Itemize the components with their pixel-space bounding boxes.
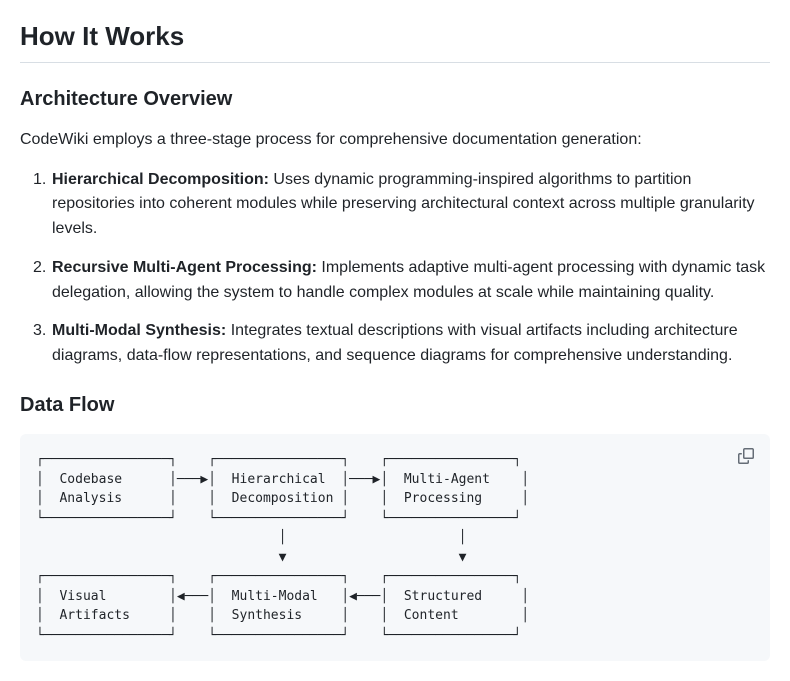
step-description: Integrates textual descriptions with vis…	[52, 322, 738, 365]
section-heading-architecture-overview: Architecture Overview	[20, 87, 233, 110]
step-number: 2.	[33, 258, 47, 276]
step-title: Hierarchical Decomposition:	[52, 170, 269, 188]
step-number: 3.	[33, 322, 47, 340]
ascii-flow-diagram: ┌────────────────┐ ┌────────────────┐ ┌─…	[36, 452, 530, 643]
list-item: 1. Hierarchical Decomposition: Uses dyna…	[33, 168, 770, 242]
process-steps-list: 1. Hierarchical Decomposition: Uses dyna…	[20, 168, 770, 370]
step-description: Uses dynamic programming-inspired algori…	[52, 170, 755, 238]
document-content: How It Works Architecture Overview CodeW…	[20, 20, 770, 662]
list-item: 2. Recursive Multi-Agent Processing: Imp…	[33, 256, 770, 306]
step-number: 1.	[33, 170, 47, 188]
step-description: Implements adaptive multi-agent processi…	[52, 258, 766, 301]
copy-icon	[738, 448, 754, 465]
copy-button[interactable]	[734, 444, 758, 468]
section-heading-data-flow: Data Flow	[20, 394, 115, 417]
intro-text: CodeWiki employs a three-stage process f…	[20, 130, 642, 148]
code-block: ┌────────────────┐ ┌────────────────┐ ┌─…	[20, 434, 770, 662]
page-title: How It Works	[20, 20, 770, 63]
step-title: Multi-Modal Synthesis:	[52, 322, 227, 340]
list-item: 3. Multi-Modal Synthesis: Integrates tex…	[33, 319, 770, 369]
step-title: Recursive Multi-Agent Processing:	[52, 258, 317, 276]
